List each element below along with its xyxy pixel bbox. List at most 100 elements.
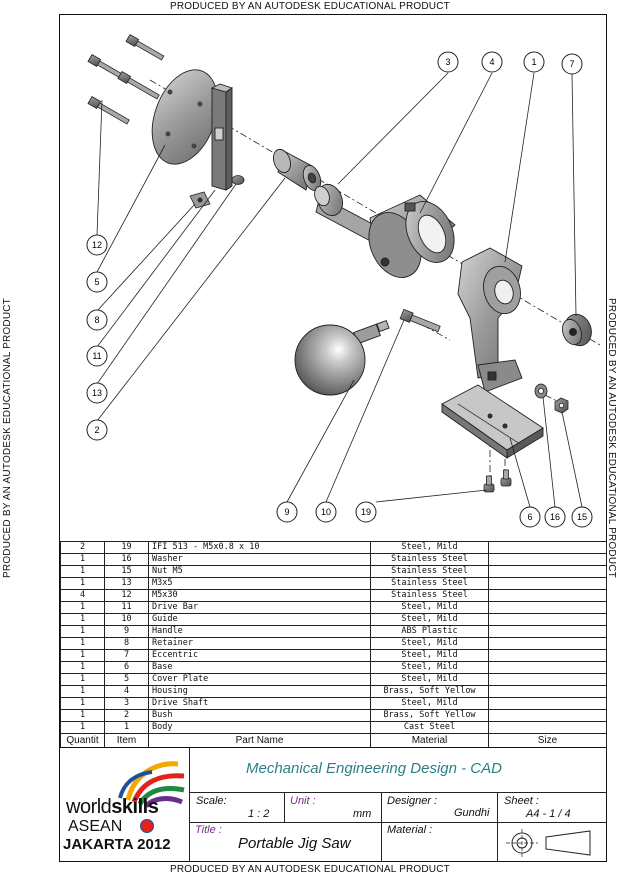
cell-material: Steel, Mild xyxy=(370,673,489,686)
cell-item: 7 xyxy=(104,649,149,662)
svg-text:13: 13 xyxy=(92,388,102,398)
cell-item: 11 xyxy=(104,601,149,614)
svg-text:16: 16 xyxy=(550,512,560,522)
cell-quantity: 1 xyxy=(60,685,105,698)
cover-plate xyxy=(151,69,219,165)
cell-size xyxy=(488,601,607,614)
cell-part-name: Body xyxy=(148,721,371,734)
svg-text:11: 11 xyxy=(92,351,101,361)
cell-size xyxy=(488,709,607,722)
cell-material: Brass, Soft Yellow xyxy=(370,685,489,698)
balloon-3: 3 xyxy=(437,51,459,73)
svg-text:4: 4 xyxy=(489,57,494,67)
cell-size xyxy=(488,697,607,710)
screw-ifi513 xyxy=(483,469,512,493)
cell-part-name: M3x5 xyxy=(148,577,371,590)
balloon-11: 11 xyxy=(86,345,108,367)
header-part-name: Part Name xyxy=(148,733,371,748)
projection-cell xyxy=(498,823,606,861)
cell-size xyxy=(488,613,607,626)
cell-material: Stainless Steel xyxy=(370,589,489,602)
balloon-9: 9 xyxy=(276,501,298,523)
cell-material: ABS Plastic xyxy=(370,625,489,638)
svg-text:8: 8 xyxy=(94,315,99,325)
balloon-15: 15 xyxy=(571,506,593,528)
cell-item: 16 xyxy=(104,553,149,566)
cell-material: Brass, Soft Yellow xyxy=(370,709,489,722)
svg-text:19: 19 xyxy=(361,507,371,517)
asean-emblem-icon xyxy=(140,819,154,833)
cell-item: 13 xyxy=(104,577,149,590)
cell-size xyxy=(488,589,607,602)
cell-part-name: Base xyxy=(148,661,371,674)
sheet-cell: Sheet : A4 - 1 / 4 xyxy=(498,793,606,823)
logo-swoosh-icon xyxy=(118,761,185,808)
cell-item: 6 xyxy=(104,661,149,674)
svg-text:1: 1 xyxy=(531,57,536,67)
cell-material: Cast Steel xyxy=(370,721,489,734)
cell-material: Steel, Mild xyxy=(370,649,489,662)
heading-cell: Mechanical Engineering Design - CAD xyxy=(190,748,606,793)
cell-material: Stainless Steel xyxy=(370,553,489,566)
logo-world: world xyxy=(66,796,112,818)
balloon-7: 7 xyxy=(561,53,583,75)
cell-part-name: Nut M5 xyxy=(148,565,371,578)
cell-material: Steel, Mild xyxy=(370,697,489,710)
cell-quantity: 1 xyxy=(60,565,105,578)
svg-text:6: 6 xyxy=(527,512,532,522)
cell-part-name: Bush xyxy=(148,709,371,722)
nut-m5 xyxy=(554,397,569,414)
header-quantity: Quantit xyxy=(60,733,105,748)
leader-lines xyxy=(96,72,583,508)
cell-item: 9 xyxy=(104,625,149,638)
exploded-assembly-drawing: 3 4 1 7 12 5 8 11 13 2 9 10 19 6 16 15 xyxy=(86,33,601,528)
cell-material: Stainless Steel xyxy=(370,565,489,578)
cell-item: 12 xyxy=(104,589,149,602)
cell-quantity: 2 xyxy=(60,541,105,554)
unit-cell: Unit : mm xyxy=(285,793,382,823)
cell-size xyxy=(488,673,607,686)
cell-quantity: 1 xyxy=(60,721,105,734)
svg-text:9: 9 xyxy=(284,507,289,517)
cell-quantity: 1 xyxy=(60,577,105,590)
svg-text:7: 7 xyxy=(569,59,574,69)
cell-size xyxy=(488,637,607,650)
cell-material: Steel, Mild xyxy=(370,541,489,554)
balloon-4: 4 xyxy=(481,51,503,73)
guide xyxy=(399,308,441,333)
title-block: worldskills ASEAN JAKARTA 2012 Mechanica… xyxy=(60,747,606,861)
title-cell: Title : Portable Jig Saw xyxy=(190,823,382,861)
bush xyxy=(272,148,322,191)
logo-asean: ASEAN xyxy=(68,818,123,835)
unit-value: mm xyxy=(353,808,372,820)
svg-text:5: 5 xyxy=(94,277,99,287)
cell-item: 8 xyxy=(104,637,149,650)
cell-part-name: Drive Shaft xyxy=(148,697,371,710)
cell-part-name: Eccentric xyxy=(148,649,371,662)
cell-item: 19 xyxy=(104,541,149,554)
material-cell: Material : xyxy=(382,823,498,861)
cell-size xyxy=(488,625,607,638)
cell-material: Steel, Mild xyxy=(370,613,489,626)
cell-part-name: IFI 513 - M5x0.8 x 10 xyxy=(148,541,371,554)
svg-text:3: 3 xyxy=(445,57,450,67)
cell-item: 15 xyxy=(104,565,149,578)
cell-size xyxy=(488,649,607,662)
cell-item: 10 xyxy=(104,613,149,626)
cell-size xyxy=(488,721,607,734)
screw-m3x5 xyxy=(231,175,245,185)
cell-item: 3 xyxy=(104,697,149,710)
cell-quantity: 4 xyxy=(60,589,105,602)
balloon-5: 5 xyxy=(86,271,108,293)
cell-material: Steel, Mild xyxy=(370,661,489,674)
